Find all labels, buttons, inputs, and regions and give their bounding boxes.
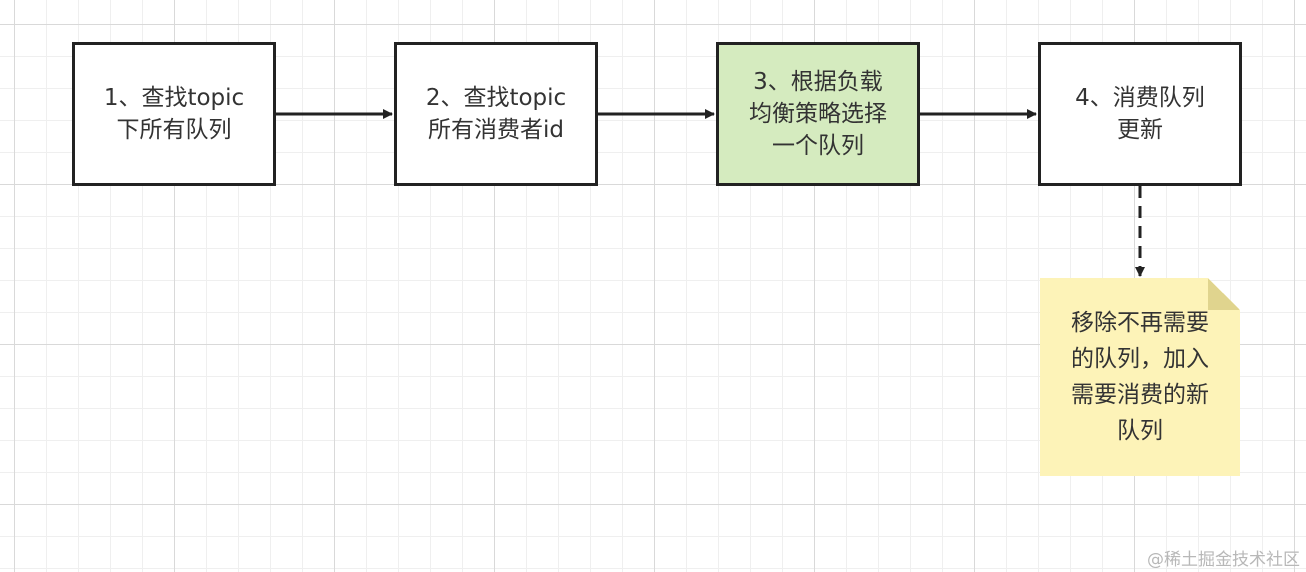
step-1-label: 1、查找topic 下所有队列 — [103, 85, 245, 143]
step-2-node[interactable]: 2、查找topic 所有消费者id — [394, 42, 598, 186]
step-3-label: 3、根据负载 均衡策略选择 一个队列 — [749, 69, 887, 159]
step-4-label: 4、消费队列 更新 — [1075, 85, 1205, 143]
step-1-node[interactable]: 1、查找topic 下所有队列 — [72, 42, 276, 186]
watermark: @稀土掘金技术社区 — [1147, 550, 1300, 570]
sticky-note[interactable]: 移除不再需要 的队列，加入 需要消费的新 队列 — [1040, 278, 1240, 476]
step-4-node[interactable]: 4、消费队列 更新 — [1038, 42, 1242, 186]
sticky-note-text: 移除不再需要 的队列，加入 需要消费的新 队列 — [1071, 310, 1209, 444]
step-3-node[interactable]: 3、根据负载 均衡策略选择 一个队列 — [716, 42, 920, 186]
step-2-label: 2、查找topic 所有消费者id — [425, 85, 567, 143]
